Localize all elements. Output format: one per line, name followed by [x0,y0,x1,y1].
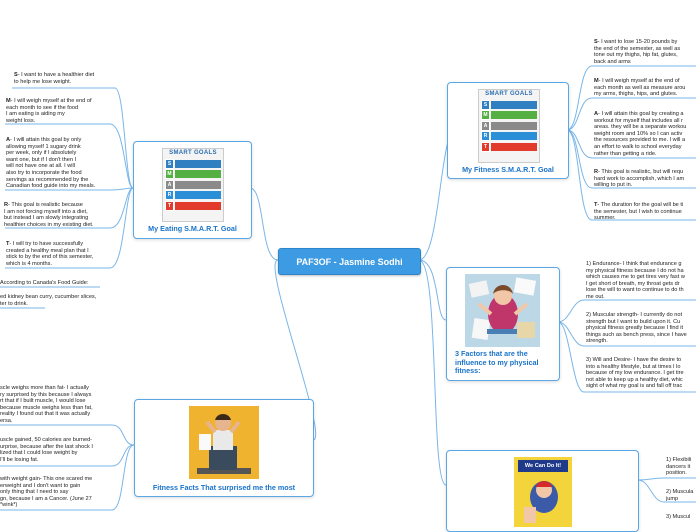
fitness-leaf-t[interactable]: T- The duration for the goal will be ti … [594,202,684,222]
smart-letter: M [481,110,490,121]
smart-bar [175,170,221,179]
smart-bar [491,142,537,151]
smart-row-t: T [481,141,537,152]
smart-row-r: R [165,190,221,201]
fact-muscle-fat[interactable]: scle weighs more than fat- I actually ry… [0,385,93,424]
fact-calories[interactable]: uscle gained, 50 calories are burned- ur… [0,437,93,463]
factor-endurance[interactable]: 1) Endurance- I think that endurance g m… [586,261,685,300]
smart-bar [491,121,537,130]
smart-bar [175,159,221,168]
we-can-do-it-poster: We Can Do It! [514,457,572,527]
fitness-leaf-m[interactable]: M- I will weigh myself at the end of eac… [594,78,686,98]
smart-bar [175,201,221,210]
fact-weight-gain[interactable]: with weight gain- This one scared me erw… [0,476,93,509]
fitness-leaf-a[interactable]: A- I will attain this goal by creating a… [594,111,687,157]
eating-leaf-s[interactable]: S- I want to have a healthier diet to he… [14,72,95,85]
fitness-leaf-s[interactable]: S- I want to lose 15-20 pounds by the en… [594,39,681,65]
smart-row-r: R [481,131,537,142]
smart-row-m: M [481,110,537,121]
smart-goals-header: SMART GOALS [485,91,533,97]
eating-leaf-m[interactable]: M- I will weigh myself at the end of eac… [6,98,92,124]
smart-letter: A [481,120,490,131]
eating-leaf-t[interactable]: T- I will try to have successfully creat… [6,241,94,267]
fitness-goal-title: My Fitness S.M.A.R.T. Goal [462,165,554,174]
poster-banner-text: We Can Do It! [524,463,562,469]
smart-row-s: S [165,158,221,169]
smart-letter: R [481,131,490,142]
eating-leaf-a[interactable]: A- I will attain this goal by only allow… [6,137,96,190]
smart-bar [491,132,537,141]
smart-goals-header: SMART GOALS [169,150,217,156]
fitness-facts-node[interactable]: Fitness Facts That surprised me the most [134,399,314,497]
rosie-leaf-muscular-2[interactable]: 3) Muscul [666,514,691,520]
eating-goal-title: My Eating S.M.A.R.T. Goal [148,224,237,233]
fitness-leaf-r[interactable]: R- This goal is realistic, but will requ… [594,169,685,189]
smart-row-a: A [165,179,221,190]
surprised-man-image [189,406,259,479]
smart-letter: T [165,200,174,211]
rosie-leaf-flexibility[interactable]: 1) Flexibili dancers it position. [666,457,692,477]
eating-leaf-meal[interactable]: ed kidney bean curry, cucumber slices, t… [0,294,97,307]
stressed-woman-image [465,274,540,347]
eating-leaf-food-guide[interactable]: According to Canada's Food Guide: [0,280,89,286]
smart-letter: M [165,169,174,180]
smart-row-a: A [481,120,537,131]
connector-lines [0,65,696,511]
smart-row-m: M [165,169,221,180]
smart-bar [491,111,537,120]
smart-bar [175,191,221,200]
rosie-node[interactable]: We Can Do It! [446,450,639,532]
smart-bar [491,100,537,109]
eating-leaf-r[interactable]: R- This goal is realistic because I am n… [4,202,94,228]
central-topic-label: PAF3OF - Jasmine Sodhi [296,256,403,267]
smart-letter: T [481,141,490,152]
factor-will-desire[interactable]: 3) Will and Desire- I have the desire to… [586,357,684,390]
factor-muscular-strength[interactable]: 2) Muscular strength- I currently do not… [586,312,687,345]
smart-letter: S [481,99,490,110]
factors-title: 3 Factors that are the influence to my p… [455,349,539,375]
factors-node[interactable]: 3 Factors that are the influence to my p… [446,267,560,381]
smart-row-t: T [165,200,221,211]
smart-letter: S [165,158,174,169]
smart-letter: R [165,190,174,201]
smart-bar [175,180,221,189]
fitness-facts-title: Fitness Facts That surprised me the most [152,483,296,492]
smart-row-s: S [481,99,537,110]
smart-letter: A [165,179,174,190]
central-topic[interactable]: PAF3OF - Jasmine Sodhi [278,248,421,275]
rosie-leaf-muscular[interactable]: 2) Muscula jump [666,489,694,502]
